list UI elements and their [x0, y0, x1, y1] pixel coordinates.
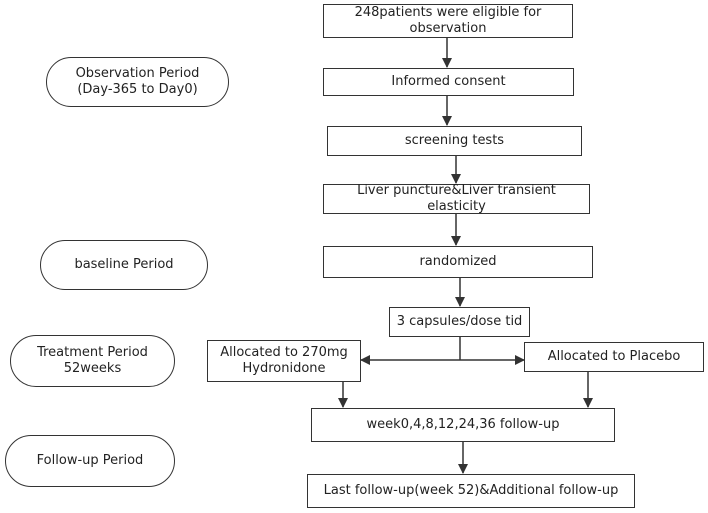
phase-observation-label: Observation Period (Day-365 to Day0) — [75, 66, 200, 97]
phase-followup: Follow-up Period — [5, 435, 175, 487]
step-last-followup-label: Last follow-up(week 52)&Additional follo… — [323, 483, 619, 498]
step-screening: screening tests — [327, 126, 582, 156]
step-last-followup: Last follow-up(week 52)&Additional follo… — [307, 474, 635, 508]
step-capsules-label: 3 capsules/dose tid — [396, 314, 523, 329]
step-followup-visits-label: week0,4,8,12,24,36 follow-up — [366, 417, 560, 432]
phase-treatment: Treatment Period 52weeks — [10, 335, 175, 387]
arm-placebo-label: Allocated to Placebo — [547, 349, 681, 364]
step-eligible: 248patients were eligible for observatio… — [323, 4, 573, 38]
step-randomized-label: randomized — [419, 254, 497, 269]
step-consent: Informed consent — [323, 68, 574, 96]
step-randomized: randomized — [323, 246, 593, 278]
arm-hydronidone: Allocated to 270mg Hydronidone — [207, 340, 361, 382]
phase-baseline: baseline Period — [40, 240, 208, 290]
arm-hydronidone-label: Allocated to 270mg Hydronidone — [220, 345, 348, 376]
step-eligible-label: 248patients were eligible for observatio… — [354, 5, 542, 36]
step-consent-label: Informed consent — [391, 74, 506, 89]
step-liver-tests: Liver puncture&Liver transient elasticit… — [323, 183, 590, 214]
step-followup-visits: week0,4,8,12,24,36 follow-up — [311, 408, 615, 442]
phase-observation: Observation Period (Day-365 to Day0) — [46, 57, 229, 107]
step-screening-label: screening tests — [404, 133, 505, 148]
phase-treatment-label: Treatment Period 52weeks — [37, 345, 148, 376]
phase-followup-label: Follow-up Period — [36, 453, 144, 468]
step-liver-tests-label: Liver puncture&Liver transient elasticit… — [357, 183, 556, 214]
step-capsules: 3 capsules/dose tid — [389, 307, 530, 337]
arm-placebo: Allocated to Placebo — [524, 342, 704, 372]
phase-baseline-label: baseline Period — [74, 257, 174, 272]
